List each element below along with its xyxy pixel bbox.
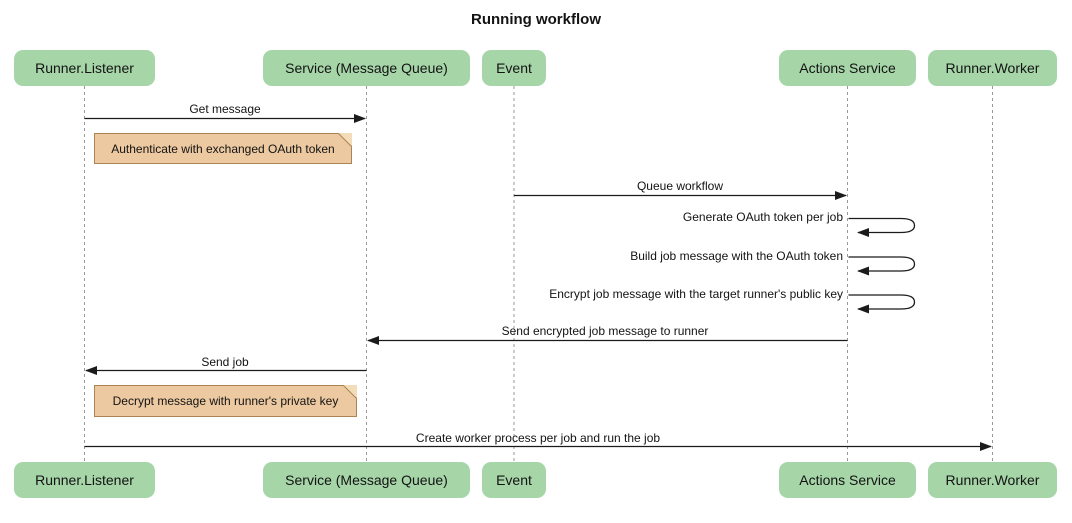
actor-top-service-message-queue: Service (Message Queue) [263,50,470,86]
actor-bottom-runner-worker: Runner.Worker [928,462,1057,498]
diagram-title: Running workflow [471,11,601,28]
message-label-send-job: Send job [201,355,249,369]
actor-label: Runner.Worker [945,472,1040,488]
note-decrypt-private-key: Decrypt message with runner's private ke… [94,385,357,417]
actor-label: Event [496,472,532,488]
actor-top-actions-service: Actions Service [779,50,916,86]
actor-bottom-actions-service: Actions Service [779,462,916,498]
actor-bottom-event: Event [482,462,546,498]
self-loop-encrypt-job-message [848,294,916,314]
actor-label: Runner.Worker [945,60,1040,76]
message-label-send-encrypted-job-message: Send encrypted job message to runner [501,324,709,338]
actor-label: Event [496,60,532,76]
actor-label: Runner.Listener [35,472,134,488]
note-fold-icon [343,385,357,399]
actor-label: Runner.Listener [35,60,134,76]
self-loop-build-job-message [848,256,916,276]
message-label-create-worker-process: Create worker process per job and run th… [415,431,661,445]
actor-top-event: Event [482,50,546,86]
note-authenticate-oauth: Authenticate with exchanged OAuth token [94,133,352,164]
actor-label: Service (Message Queue) [285,60,448,76]
note-fold-icon [338,133,352,147]
actor-label: Actions Service [799,472,896,488]
actor-top-runner-worker: Runner.Worker [928,50,1057,86]
note-text: Decrypt message with runner's private ke… [112,394,339,408]
message-label-get-message: Get message [189,102,261,116]
message-label-queue-workflow: Queue workflow [636,179,724,193]
message-label-generate-oauth-token: Generate OAuth token per job [682,210,843,224]
actor-label: Actions Service [799,60,896,76]
actor-bottom-runner-listener: Runner.Listener [14,462,155,498]
note-text: Authenticate with exchanged OAuth token [111,141,335,156]
message-label-encrypt-job-message: Encrypt job message with the target runn… [549,287,843,301]
actor-bottom-service-message-queue: Service (Message Queue) [263,462,470,498]
actor-top-runner-listener: Runner.Listener [14,50,155,86]
message-label-build-job-message: Build job message with the OAuth token [630,249,843,263]
actor-label: Service (Message Queue) [285,472,448,488]
self-loop-generate-oauth-token [848,217,916,237]
